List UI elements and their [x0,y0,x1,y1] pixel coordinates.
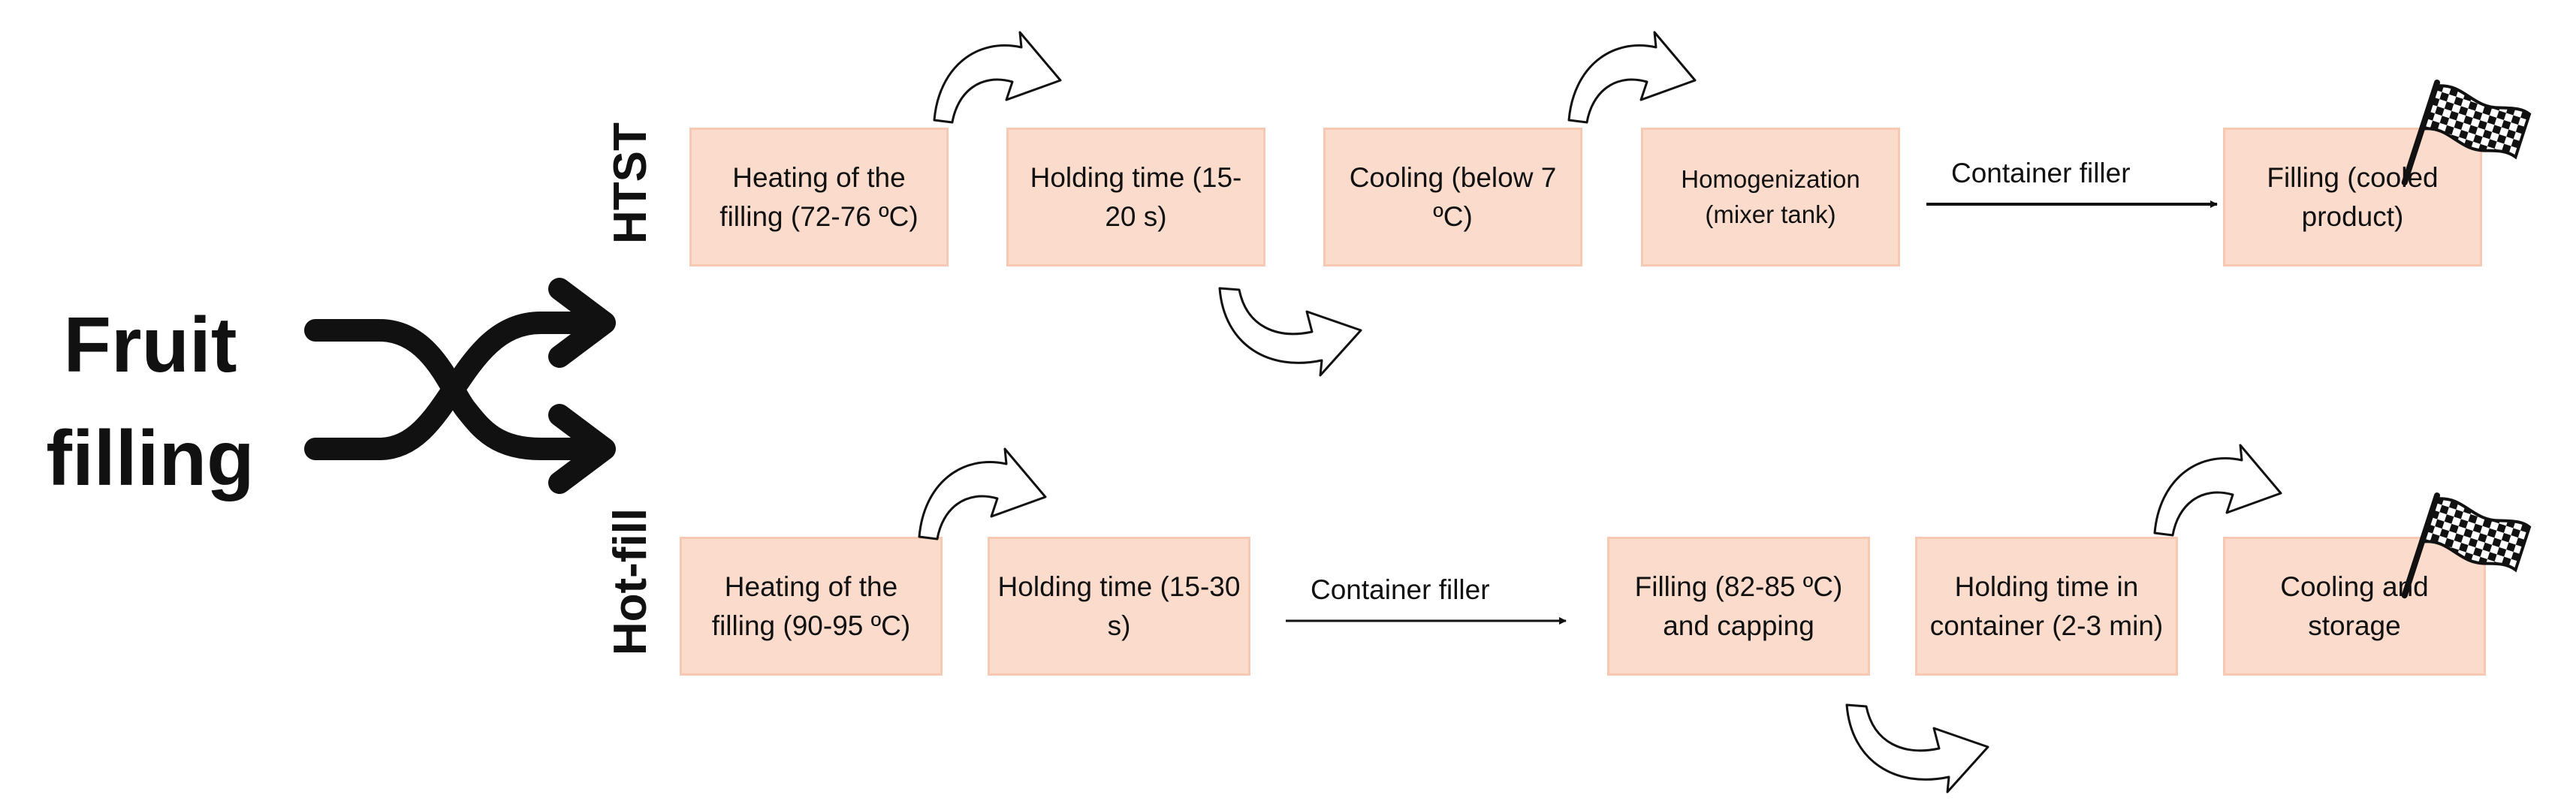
htst-step-cooling: Cooling (below 7 ºC) [1323,128,1582,266]
htst-step-homogenization: Homogenization (mixer tank) [1641,128,1900,266]
htst-connector-label: Container filler [1951,158,2131,188]
shuffle-arrows-icon [304,278,616,494]
htst-step-filling: Filling (cooled product) [2223,128,2482,266]
step-text: Holding time (15-20 s) [1030,161,1242,232]
hotfill-step-holding-container: Holding time in container (2-3 min) [1915,537,2178,676]
source-label: Fruit filling [23,289,278,516]
htst-step-holding: Holding time (15-20 s) [1006,128,1265,266]
curved-arrow-icon [1218,287,1362,377]
step-text: Homogenization (mixer tank) [1681,165,1860,228]
split-arrow-upper-head [548,278,616,368]
curved-arrow-icon [1845,703,1989,793]
step-text: Heating of the filling (90-95 ºC) [711,571,911,641]
hotfill-step-cooling-storage: Cooling and storage [2223,537,2486,676]
step-text: Filling (82-85 ºC) and capping [1634,571,1843,641]
step-text: Heating of the filling (72-76 ºC) [719,161,918,232]
source-label-line1: Fruit [63,302,237,389]
curved-arrow-icon [933,31,1062,124]
step-text: Holding time (15-30 s) [997,571,1241,641]
hotfill-step-holding: Holding time (15-30 s) [988,537,1250,676]
hotfill-step-heating: Heating of the filling (90-95 ºC) [680,537,943,676]
curved-arrow-icon [1567,31,1697,124]
htst-step-heating: Heating of the filling (72-76 ºC) [689,128,949,266]
curved-arrow-icon [918,447,1047,541]
checkered-flag-icon [2401,492,2532,599]
checkered-flag-icon [2401,80,2532,186]
hotfill-step-filling-capping: Filling (82-85 ºC) and capping [1607,537,1870,676]
curved-arrow-icon [2153,444,2282,537]
step-text: Holding time in container (2-3 min) [1929,571,2164,641]
source-label-line2: filling [46,414,255,502]
step-text: Cooling (below 7 ºC) [1349,161,1557,232]
split-arrow-lower [304,319,612,460]
split-arrow-lower-head [548,404,616,494]
hotfill-connector-label: Container filler [1311,574,1490,605]
